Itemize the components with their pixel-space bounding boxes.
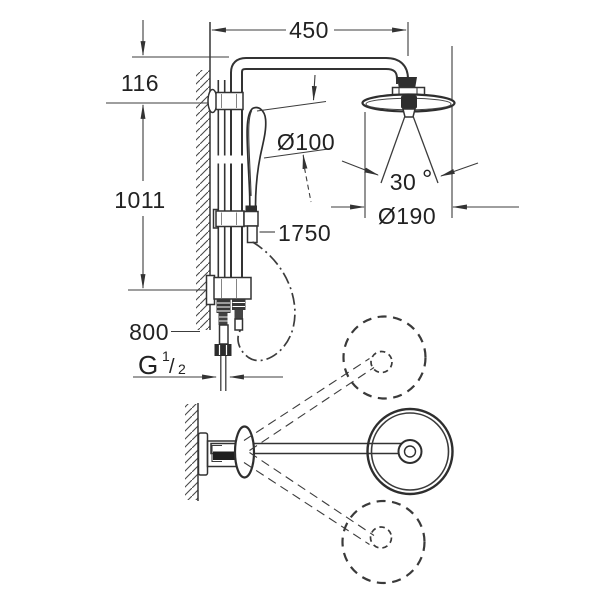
dim-190: Ø190 (331, 203, 519, 229)
side-wall-section (185, 403, 199, 501)
dim-116-label: 116 (121, 70, 159, 96)
spray-angle-degree: ° (422, 164, 433, 194)
head-shower-outlet (402, 108, 416, 118)
hose-adapter (234, 310, 243, 319)
wall-hatch (196, 70, 210, 330)
thread-denominator: 2 (178, 361, 186, 377)
hand-shower-connector (246, 225, 258, 244)
head-position-up (342, 315, 427, 400)
hand-shower-contour (248, 110, 253, 197)
spray-line-left (380, 115, 406, 184)
side-view (185, 315, 454, 585)
head-shower-ring-outer (366, 407, 454, 496)
shower-hose (237, 241, 296, 362)
rail-break (212, 155, 247, 164)
dim-450: 450 (210, 17, 408, 43)
diverter-body (213, 276, 252, 300)
holder-cone (243, 210, 259, 227)
thread-numerator: 1 (162, 348, 170, 364)
hose-outlet (234, 318, 244, 331)
dim-30-degree: 30 ° (341, 160, 479, 195)
union-nut (214, 344, 232, 356)
hand-shower (246, 106, 267, 213)
supply-assembly (205, 274, 252, 391)
escutcheon (233, 425, 256, 479)
front-view: 450 116 1011 (106, 17, 519, 391)
spray-line-right (412, 115, 439, 184)
dim-800: 800 (129, 319, 200, 345)
dim-100-label: Ø100 (277, 129, 335, 155)
thread-g-label: G (138, 350, 159, 380)
shower-column (212, 57, 409, 278)
side-wall-flange (197, 432, 209, 476)
slider-bracket (212, 205, 259, 244)
inlet-adapter (218, 313, 228, 325)
dim-1011: 1011 (114, 187, 165, 290)
dim-100: Ø100 (256, 74, 335, 203)
dim-116: 116 (121, 20, 159, 181)
head-position-main (366, 407, 454, 496)
hose-nut-knurled (232, 299, 246, 310)
head-shower-stem (397, 77, 417, 89)
arm-position-up (243, 358, 375, 451)
thread-spec: G 1 / 2 (133, 348, 283, 380)
thread-slash: / (169, 356, 175, 378)
head-shower-hub (401, 95, 417, 109)
head-shower-ring-inner (370, 412, 450, 491)
dim-450-label: 450 (289, 17, 329, 43)
dim-1750: 1750 (259, 220, 331, 246)
dim-1011-label: 1011 (114, 187, 165, 213)
head-position-down (341, 499, 426, 585)
swivel-joint-shadow (213, 451, 238, 460)
slider-clamp (215, 210, 245, 228)
side-wall-hatch (185, 404, 198, 500)
wall-bracket (207, 88, 244, 114)
spray-angle-label: 30 (390, 169, 417, 195)
head-shower (361, 77, 456, 184)
supply-pipe (218, 324, 229, 345)
dim-1750-label: 1750 (278, 220, 331, 246)
hand-shower-body (246, 106, 267, 213)
dim-190-label: Ø190 (378, 203, 436, 229)
arm-position-down (243, 452, 375, 545)
dim-800-label: 800 (129, 319, 169, 345)
bracket-clamp (215, 91, 244, 111)
head-shower-hub-inner (403, 445, 417, 458)
hand-shower-grip-end (245, 205, 257, 214)
